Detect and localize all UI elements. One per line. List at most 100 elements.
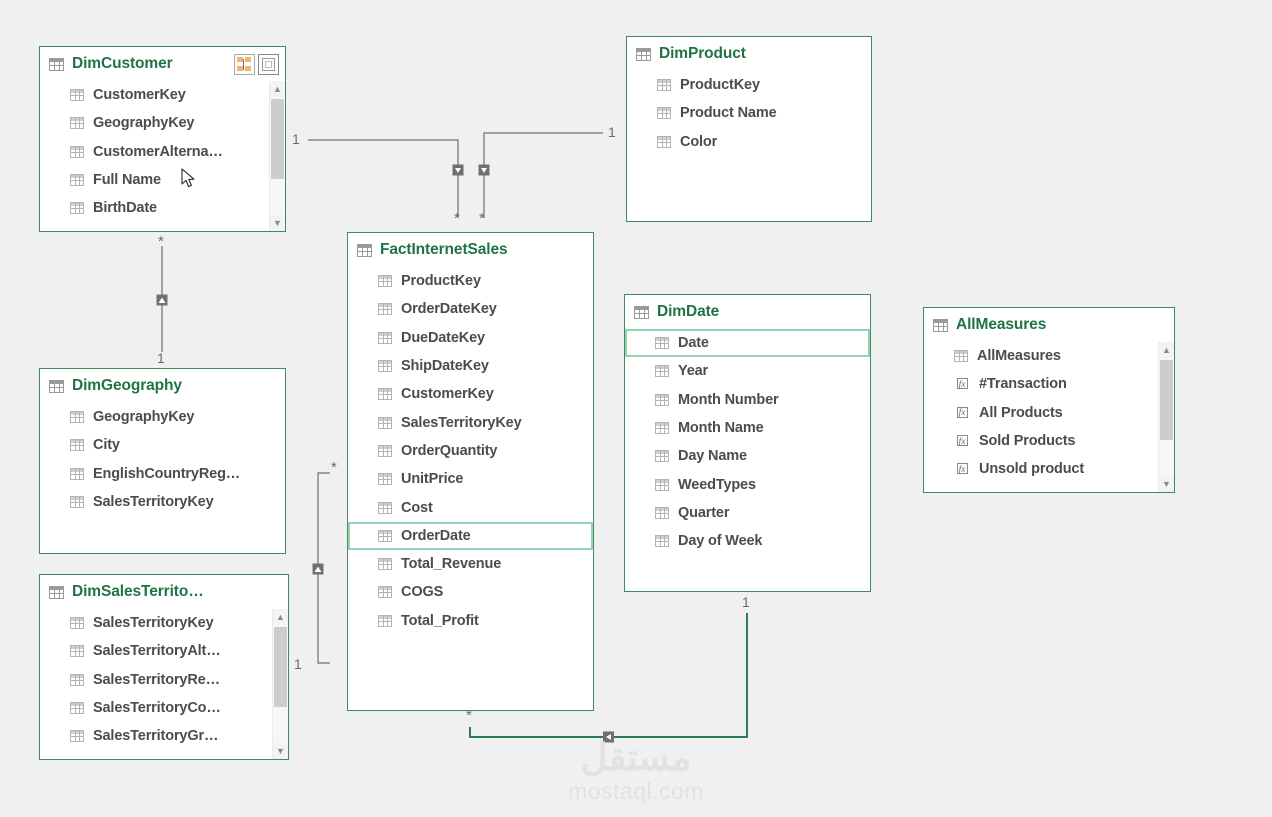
measure-label: Unsold product: [979, 461, 1085, 478]
field-row[interactable]: COGS: [348, 578, 593, 606]
table-dimsalesterritory[interactable]: DimSalesTerrito… SalesTerritoryKey Sales…: [39, 574, 289, 760]
scroll-down-icon[interactable]: ▼: [270, 215, 285, 231]
field-label: Total_Revenue: [401, 556, 502, 573]
table-icon: [49, 57, 64, 71]
field-row[interactable]: OrderQuantity: [348, 437, 593, 465]
field-row[interactable]: CustomerKey: [348, 380, 593, 408]
field-icon: [70, 702, 84, 715]
table-header[interactable]: DimDate: [625, 295, 870, 329]
measure-row[interactable]: fx#Transaction: [924, 370, 1174, 398]
field-label: EnglishCountryReg…: [93, 465, 241, 482]
field-row[interactable]: ProductKey: [348, 267, 593, 295]
field-icon: [70, 617, 84, 630]
field-row[interactable]: EnglishCountryReg…: [40, 460, 285, 488]
field-icon: [655, 450, 669, 463]
field-row-selected-orderdate[interactable]: OrderDate: [348, 521, 593, 550]
field-row[interactable]: BirthDate: [40, 194, 285, 222]
scroll-up-icon[interactable]: ▲: [270, 81, 285, 97]
field-row[interactable]: Day of Week: [625, 527, 870, 555]
field-label: UnitPrice: [401, 471, 464, 488]
field-row[interactable]: Month Name: [625, 414, 870, 442]
field-row[interactable]: OrderDateKey: [348, 295, 593, 323]
table-header[interactable]: DimProduct: [627, 37, 871, 71]
scroll-down-icon[interactable]: ▼: [1159, 476, 1174, 492]
table-allmeasures[interactable]: AllMeasures AllMeasures fx#Transaction f…: [923, 307, 1175, 493]
field-row[interactable]: Product Name: [627, 99, 871, 127]
scroll-up-icon[interactable]: ▲: [273, 609, 288, 625]
field-row[interactable]: Total_Profit: [348, 607, 593, 635]
table-dimdate[interactable]: DimDate Date Year Month Number Month Nam…: [624, 294, 871, 592]
scroll-up-icon[interactable]: ▲: [1159, 342, 1174, 358]
measure-icon: fx: [954, 378, 970, 391]
table-header[interactable]: AllMeasures: [924, 308, 1174, 342]
field-row[interactable]: City: [40, 431, 285, 459]
field-label: GeographyKey: [93, 409, 195, 426]
field-label: GeographyKey: [93, 115, 195, 132]
field-row[interactable]: Day Name: [625, 442, 870, 470]
field-row[interactable]: Color: [627, 128, 871, 156]
table-header[interactable]: DimCustomer: [40, 47, 285, 81]
scrollbar-thumb[interactable]: [274, 627, 287, 707]
field-row[interactable]: GeographyKey: [40, 403, 285, 431]
cardinality-one-dimcustomer: 1: [292, 131, 300, 147]
field-row[interactable]: SalesTerritoryKey: [40, 609, 288, 637]
table-header[interactable]: DimGeography: [40, 369, 285, 403]
maximize-table-icon[interactable]: [258, 53, 279, 75]
vertical-scrollbar[interactable]: ▲ ▼: [269, 81, 285, 231]
scrollbar-thumb[interactable]: [1160, 360, 1173, 440]
field-row[interactable]: SalesTerritoryRe…: [40, 666, 288, 694]
field-label: SalesTerritoryRe…: [93, 671, 220, 688]
field-row[interactable]: WeedTypes: [625, 470, 870, 498]
field-row[interactable]: SalesTerritoryKey: [40, 488, 285, 516]
field-list: ProductKey Product Name Color: [627, 71, 871, 156]
expand-related-fields-icon[interactable]: [234, 53, 255, 75]
field-row[interactable]: SalesTerritoryAlt…: [40, 637, 288, 665]
field-row[interactable]: ProductKey: [627, 71, 871, 99]
field-row[interactable]: Total_Revenue: [348, 550, 593, 578]
field-row[interactable]: DueDateKey: [348, 324, 593, 352]
field-row[interactable]: ShipDateKey: [348, 352, 593, 380]
field-row[interactable]: Year: [625, 357, 870, 385]
field-row[interactable]: Quarter: [625, 499, 870, 527]
field-label: WeedTypes: [678, 476, 756, 493]
field-row[interactable]: CustomerKey: [40, 81, 285, 109]
field-row-selected-date[interactable]: Date: [625, 329, 870, 358]
field-label: Cost: [401, 499, 433, 516]
table-dimgeography[interactable]: DimGeography GeographyKey City EnglishCo…: [39, 368, 286, 554]
field-label: AllMeasures: [977, 348, 1061, 365]
field-row[interactable]: Full Name: [40, 166, 285, 194]
table-dimproduct[interactable]: DimProduct ProductKey Product Name Color: [626, 36, 872, 222]
field-row[interactable]: Month Number: [625, 386, 870, 414]
field-label: Quarter: [678, 504, 730, 521]
field-icon: [70, 439, 84, 452]
field-row[interactable]: UnitPrice: [348, 465, 593, 493]
field-row[interactable]: GeographyKey: [40, 109, 285, 137]
cardinality-one-dimgeography: 1: [157, 350, 165, 366]
field-row[interactable]: Cost: [348, 493, 593, 521]
scroll-down-icon[interactable]: ▼: [273, 743, 288, 759]
table-header[interactable]: FactInternetSales: [348, 233, 593, 267]
field-icon: [378, 360, 392, 373]
cardinality-one-dimdate: 1: [742, 594, 750, 610]
table-header[interactable]: DimSalesTerrito…: [40, 575, 288, 609]
table-dimcustomer[interactable]: DimCustomer CustomerKey GeographyKey Cus…: [39, 46, 286, 232]
field-icon: [378, 614, 392, 627]
vertical-scrollbar[interactable]: ▲ ▼: [1158, 342, 1174, 492]
field-label: Day of Week: [678, 533, 763, 550]
field-row[interactable]: SalesTerritoryKey: [348, 408, 593, 436]
table-title: FactInternetSales: [380, 241, 508, 258]
field-row[interactable]: SalesTerritoryCo…: [40, 694, 288, 722]
field-label: COGS: [401, 584, 444, 601]
field-icon: [70, 411, 84, 424]
field-row[interactable]: CustomerAlterna…: [40, 138, 285, 166]
vertical-scrollbar[interactable]: ▲ ▼: [272, 609, 288, 759]
field-row[interactable]: SalesTerritoryGr…: [40, 722, 288, 750]
cardinality-many-fact-territory: *: [331, 459, 337, 476]
scrollbar-thumb[interactable]: [271, 99, 284, 179]
table-factinternetsales[interactable]: FactInternetSales ProductKey OrderDateKe…: [347, 232, 594, 711]
field-row[interactable]: AllMeasures: [924, 342, 1174, 370]
